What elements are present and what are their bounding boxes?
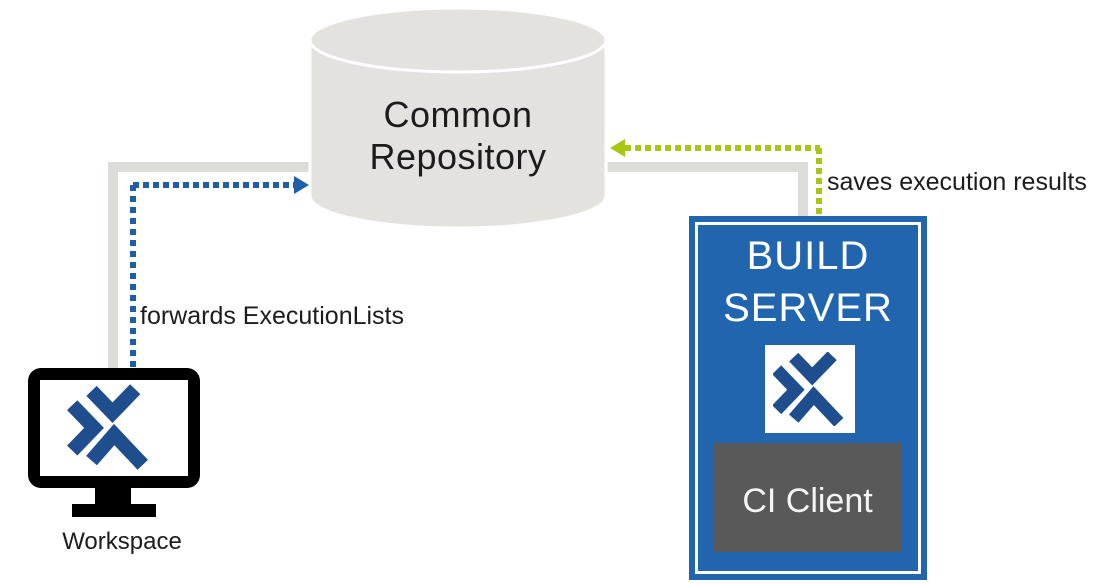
forwards-arrow-horizontal-segment [133, 182, 294, 188]
connector-buildserver-repository-vertical [798, 162, 808, 218]
repository-label-line2: Repository [369, 136, 547, 177]
workspace-monitor-icon [28, 368, 200, 517]
build-server-title: BUILD SERVER [689, 216, 927, 334]
saves-arrow-horizontal-segment [625, 145, 820, 151]
saves-arrow-label: saves execution results [827, 168, 1087, 196]
forwards-arrowhead-icon [294, 176, 309, 194]
workspace-label: Workspace [62, 528, 182, 555]
saves-arrowhead-icon [610, 139, 625, 157]
tosca-x-icon [773, 352, 844, 426]
forwards-arrow-vertical-segment [130, 185, 136, 368]
connector-workspace-repository-horizontal [108, 162, 310, 172]
tosca-x-icon [67, 384, 148, 470]
saves-arrow-vertical-segment [816, 148, 822, 216]
repository-label: Common Repository [308, 94, 608, 178]
repository-label-line1: Common [383, 94, 533, 135]
database-cylinder-icon [308, 6, 608, 230]
connector-buildserver-repository-horizontal [606, 162, 808, 172]
connector-workspace-repository-vertical [108, 162, 118, 368]
build-server-title-line1: BUILD [746, 234, 870, 278]
ci-client-label: CI Client [742, 482, 873, 520]
build-server-title-line2: SERVER [723, 286, 893, 330]
build-server-box: BUILD SERVER CI Client [689, 216, 927, 580]
ci-client-box: CI Client [714, 443, 901, 552]
build-server-logo-tile [765, 345, 855, 433]
forwards-arrow-label: forwards ExecutionLists [140, 302, 405, 330]
